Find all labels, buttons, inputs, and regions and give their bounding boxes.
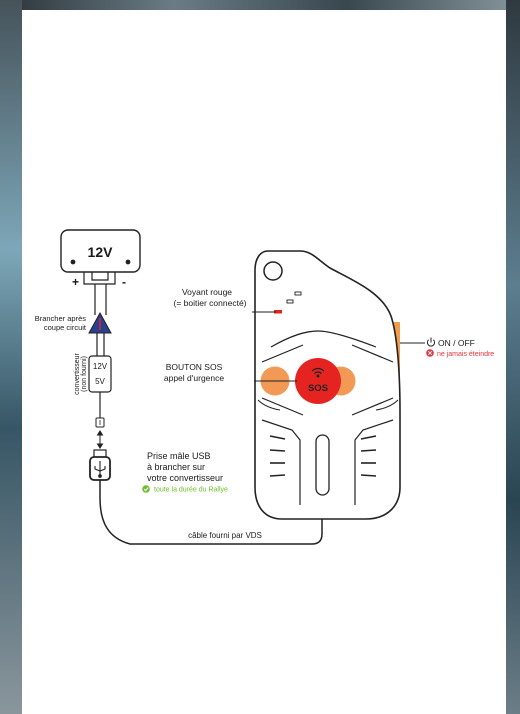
usb-socket-icon [95, 417, 105, 428]
sos-label-line2: appel d'urgence [164, 373, 224, 383]
led-label-line2: (= boitier connecté) [174, 298, 247, 308]
fuse-label-line2: coupe circuit [44, 323, 87, 332]
background-top [0, 0, 520, 10]
red-led [274, 310, 282, 314]
battery-wires [83, 272, 116, 315]
battery: 12V [60, 229, 141, 273]
background-left [0, 0, 22, 714]
usb-label-line2: à brancher sur [147, 462, 205, 472]
battery-plus: + [72, 275, 79, 289]
power-warning: ne jamais éteindre [437, 351, 494, 358]
usb-icon [94, 461, 106, 478]
converter-side-label-line1: convertisseur [74, 353, 81, 395]
cross-icon [426, 349, 434, 357]
usb-label-line1: Prise mâle USB [147, 451, 211, 461]
usb-plug [89, 449, 111, 481]
sos-button-text: SOS [308, 383, 328, 394]
check-icon [142, 485, 150, 493]
converter-side-label-line2: (non fourni) [81, 356, 88, 392]
background-right [506, 0, 520, 714]
wifi-icon [311, 367, 325, 378]
arrow-updown-icon [96, 430, 104, 449]
instruction-sheet: 12V + - Brancher après coupe circuit 12V… [22, 10, 506, 714]
fuse-icon [88, 311, 112, 334]
sos-label-line1: BOUTON SOS [166, 362, 223, 372]
converter: 12V 5V [88, 355, 112, 393]
usb-label-line3: votre convertisseur [147, 473, 223, 483]
power-icon [426, 337, 436, 347]
power-label: ON / OFF [438, 338, 475, 348]
converter-input: 12V [93, 362, 108, 371]
converter-output: 5V [95, 377, 105, 386]
tracker-device: SOS [254, 250, 401, 520]
battery-voltage: 12V [88, 244, 114, 260]
wiring-diagram: 12V + - Brancher après coupe circuit 12V… [35, 229, 494, 545]
fuse-label-line1: Brancher après [35, 314, 87, 323]
cable-label: câble fourni par VDS [188, 531, 262, 540]
converter-wires [96, 333, 105, 356]
vds-cable [99, 480, 323, 545]
usb-note: toute la durée du Rallye [154, 487, 228, 494]
led-label-line1: Voyant rouge [182, 287, 232, 297]
battery-minus: - [122, 275, 126, 289]
sos-button [295, 358, 341, 404]
